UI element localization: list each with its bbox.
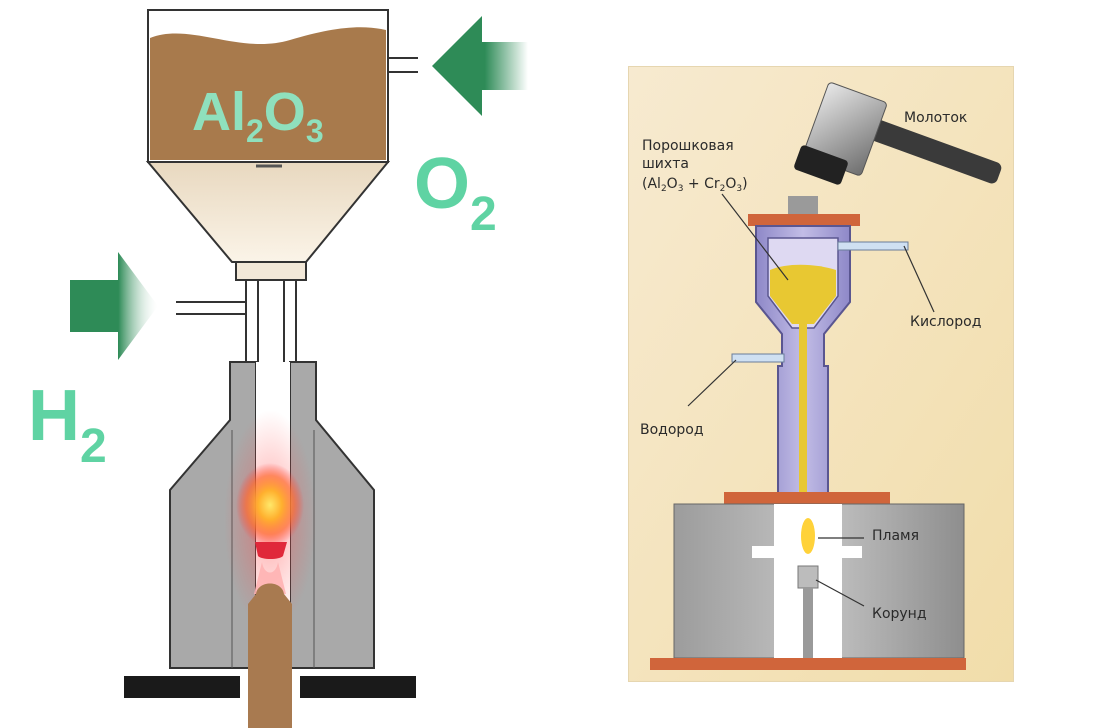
hopper-powder — [150, 27, 386, 161]
hopper-formula: Al2O3 — [192, 82, 324, 149]
flame-label: Пламя — [872, 528, 919, 544]
hydrogen-label: H2 — [28, 376, 107, 473]
corundum-label: Корунд — [872, 606, 927, 622]
powder-stream — [799, 322, 807, 498]
funnel-neck — [235, 261, 307, 281]
hammer — [794, 82, 1002, 185]
oxygen-inlet-pipe — [388, 57, 418, 73]
apparatus-illustration: Молоток Порошковая шихта (Al2O3 + Cr2O3)… — [628, 66, 1014, 682]
pedestal — [803, 588, 813, 658]
powder-charge — [770, 264, 836, 324]
powder-label: Порошковая — [642, 138, 734, 154]
molten-drop — [255, 542, 287, 559]
hydrogen-label: Водород — [640, 422, 704, 438]
corundum-rod — [248, 583, 292, 728]
oxygen-arrow — [432, 16, 528, 116]
hydrogen-pipe — [731, 353, 785, 363]
oxygen-pipe — [837, 241, 909, 251]
powder-formula: (Al2O3 + Cr2O3) — [642, 176, 748, 194]
oxygen-label: Кислород — [910, 314, 981, 330]
corundum-crystal — [797, 565, 819, 589]
top-plate — [748, 214, 860, 226]
powder-label-line2: шихта — [642, 156, 689, 172]
hydrogen-inlet-pipe — [176, 301, 246, 315]
base-plate — [650, 658, 966, 670]
flame — [801, 518, 815, 554]
base-plate-left — [124, 676, 240, 698]
oxygen-label: O2 — [414, 144, 497, 241]
verneuil-diagram: Al2O3 O2 H2 — [28, 9, 528, 728]
hopper-funnel — [145, 161, 391, 263]
flame — [236, 463, 304, 547]
hydrogen-arrow — [70, 252, 158, 360]
base-plate-right — [300, 676, 416, 698]
cap — [788, 196, 818, 216]
furnace-top-plate — [724, 492, 890, 504]
hammer-label: Молоток — [904, 110, 967, 126]
